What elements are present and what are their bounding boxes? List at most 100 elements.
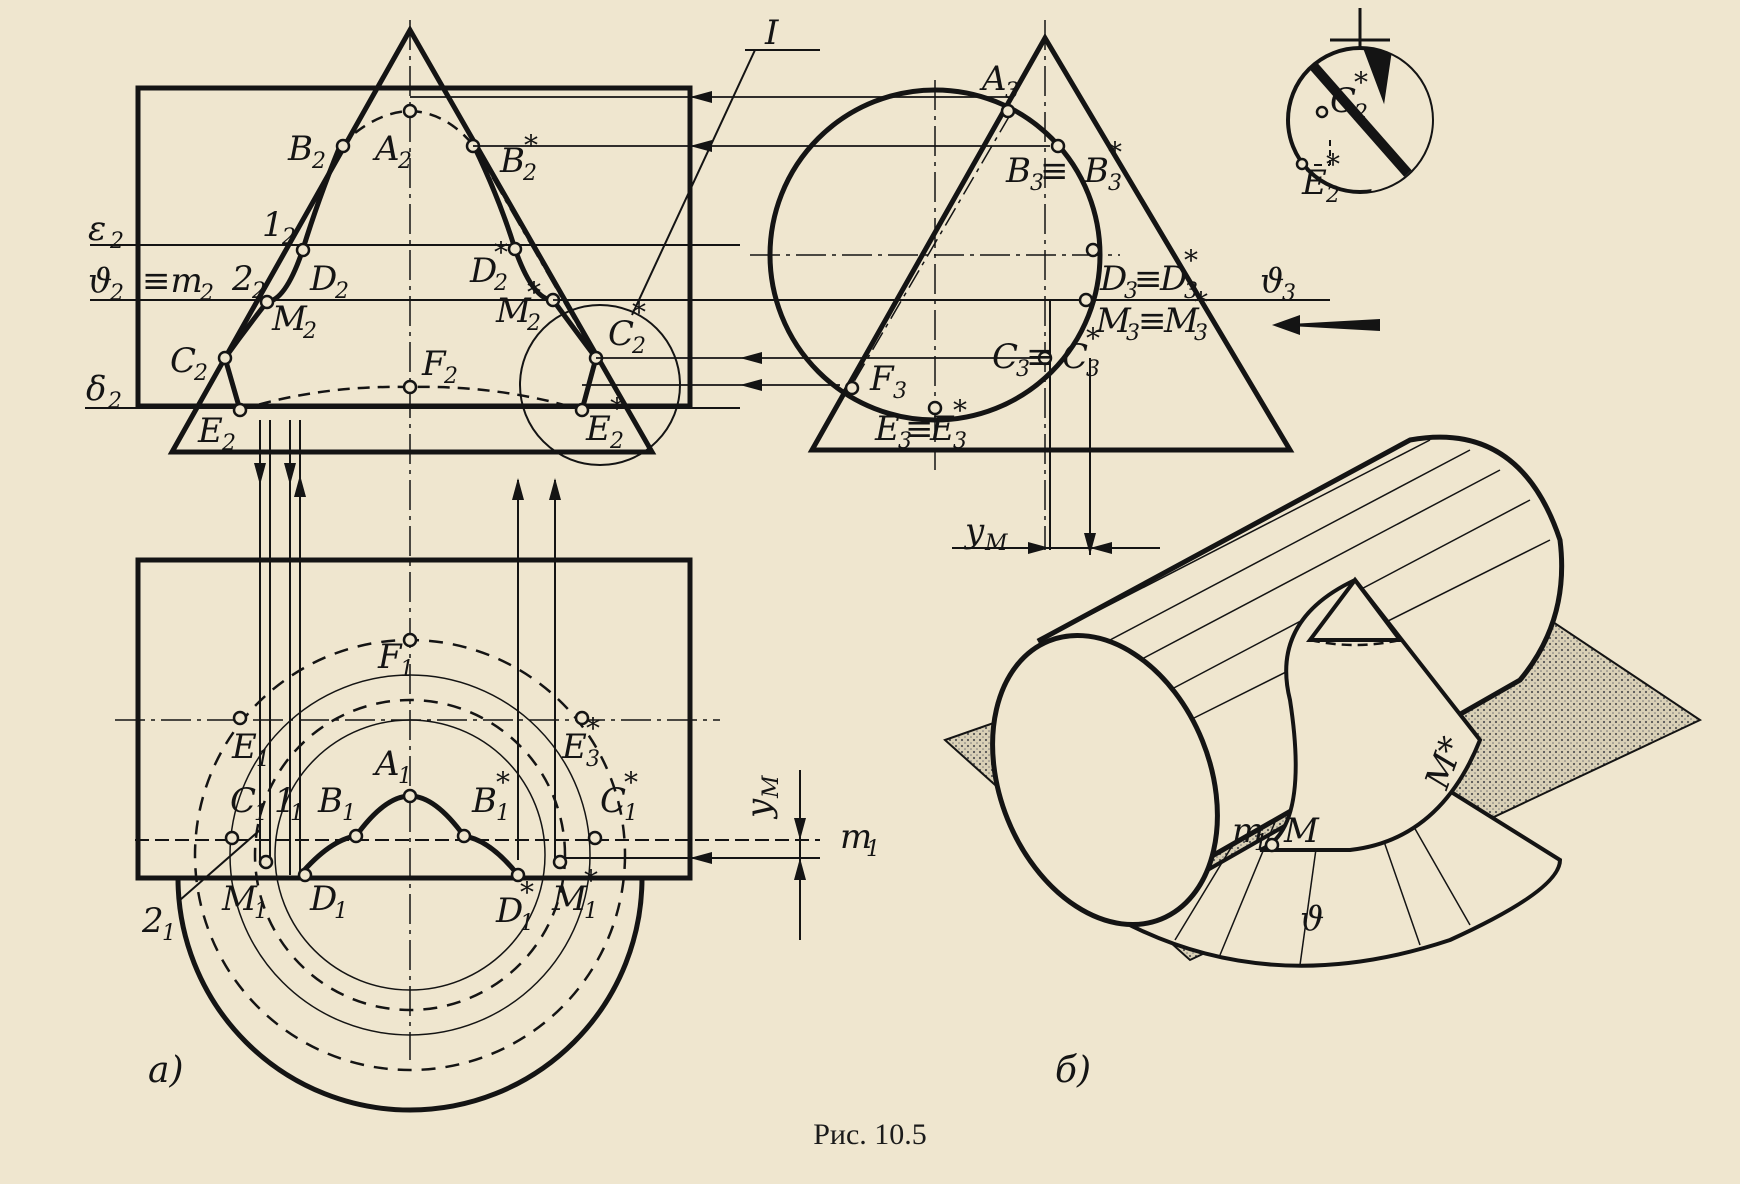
- top-circle-thin-2: [274, 719, 546, 991]
- svg-text:*: *: [524, 129, 538, 162]
- label-D2: D: [309, 259, 337, 299]
- svg-text:2: 2: [522, 161, 537, 186]
- cylinder-top-outline: [135, 557, 693, 881]
- label-detail-C2-star: C: [1330, 81, 1356, 121]
- label-E2-star: E: [585, 409, 611, 449]
- svg-text:*: *: [610, 392, 624, 425]
- svg-text:*: *: [520, 876, 534, 909]
- svg-text:2: 2: [302, 319, 317, 344]
- svg-text:*: *: [1086, 322, 1100, 355]
- svg-text:3: 3: [953, 429, 967, 454]
- svg-text:2: 2: [199, 281, 214, 306]
- svg-text:≡: ≡: [905, 409, 934, 449]
- label-2-2: 2: [231, 259, 254, 299]
- svg-text:2: 2: [193, 361, 208, 386]
- label-E2: E: [197, 411, 223, 451]
- svg-text:1: 1: [624, 801, 638, 826]
- svg-text:2: 2: [397, 149, 412, 174]
- svg-text:*: *: [632, 296, 646, 329]
- svg-text:≡: ≡: [1134, 259, 1163, 299]
- label-C2-star: C: [608, 314, 634, 354]
- svg-text:3: 3: [1194, 321, 1208, 346]
- label-axo-theta: ϑ: [1300, 899, 1324, 939]
- label-2-1: 2: [141, 901, 164, 941]
- svg-text:3: 3: [898, 429, 912, 454]
- svg-text:3: 3: [1124, 279, 1138, 304]
- label-D2-star: D: [469, 251, 497, 291]
- label-detail-E2-star: E: [1301, 163, 1327, 203]
- svg-text:3: 3: [1108, 171, 1122, 196]
- side-view-points: [844, 103, 1101, 416]
- label-yM-top: y: [739, 798, 779, 820]
- label-A3: A: [979, 59, 1007, 99]
- svg-text:*: *: [1326, 148, 1340, 181]
- svg-text:*: *: [494, 236, 508, 269]
- svg-text:3: 3: [586, 747, 600, 772]
- svg-text:1: 1: [254, 899, 268, 924]
- panel-label-a: а): [148, 1050, 184, 1091]
- svg-text:M: M: [1163, 301, 1200, 341]
- side-view: [750, 20, 1330, 555]
- svg-text:1: 1: [1254, 831, 1268, 856]
- label-D1: D: [309, 879, 337, 919]
- svg-text:1: 1: [342, 801, 356, 826]
- svg-text:2: 2: [251, 279, 266, 304]
- label-E3-star-top: E: [561, 727, 587, 767]
- svg-text:C: C: [1062, 337, 1088, 377]
- cone-upper-part: [1259, 577, 1483, 852]
- svg-text:3: 3: [1005, 79, 1019, 104]
- label-theta3: ϑ: [1260, 261, 1284, 301]
- svg-text:*: *: [586, 712, 600, 745]
- panel-label-b: б): [1055, 1050, 1091, 1091]
- svg-text:B: B: [1005, 151, 1031, 191]
- label-B3-pair: B 3 ≡ B 3 *: [1005, 136, 1122, 196]
- svg-text:E: E: [929, 409, 955, 449]
- label-B2-star: B: [499, 141, 525, 181]
- svg-text:D: D: [1099, 259, 1127, 299]
- svg-text:*: *: [1194, 286, 1208, 319]
- label-yM-side: y: [963, 511, 985, 551]
- label-axo-M: M: [1283, 811, 1320, 851]
- cone-front-outline: [167, 24, 657, 455]
- svg-text:2: 2: [1353, 101, 1368, 126]
- label-1-1: 1: [274, 781, 296, 821]
- label-A1: A: [372, 744, 400, 784]
- side-dashdot: [851, 114, 1011, 386]
- svg-text:2: 2: [281, 225, 296, 250]
- top-leader: [179, 829, 261, 901]
- front-intersection-curve-left: [222, 145, 343, 411]
- label-M2: M: [271, 299, 308, 339]
- svg-text:*: *: [1108, 136, 1122, 169]
- label-M2-star: M: [495, 291, 532, 331]
- svg-text:3: 3: [1016, 357, 1030, 382]
- top-view-points: [224, 632, 603, 883]
- label-C1: C: [230, 781, 256, 821]
- label-E3-pair: E 3 ≡ E 3 *: [874, 394, 967, 454]
- svg-text:E: E: [874, 409, 900, 449]
- svg-text:1: 1: [520, 911, 534, 936]
- svg-text:*: *: [953, 394, 967, 427]
- label-1-2: 1: [262, 205, 284, 245]
- svg-text:3: 3: [893, 379, 907, 404]
- cylinder-end-face: [990, 632, 1220, 928]
- label-F2: F: [421, 344, 447, 384]
- projection-arrowheads: [690, 91, 762, 391]
- svg-text:3: 3: [1184, 279, 1198, 304]
- vertical-arrowheads: [254, 463, 561, 500]
- svg-text:D: D: [1159, 259, 1187, 299]
- label-m1: m: [840, 817, 872, 857]
- svg-text:*: *: [496, 766, 510, 799]
- label-C3-pair: C 3 ≡ C 3 *: [992, 322, 1100, 382]
- svg-text:B: B: [1083, 151, 1109, 191]
- label-B1: B: [317, 781, 343, 821]
- svg-text:M: M: [1095, 301, 1132, 341]
- svg-text:*: *: [624, 766, 638, 799]
- cylinder-front-outline: [135, 85, 693, 409]
- svg-text:1: 1: [398, 764, 412, 789]
- svg-text:≡: ≡: [1026, 337, 1055, 377]
- label-M3-pair: M 3 ≡ M 3 *: [1095, 286, 1208, 346]
- label-M1-star: M: [551, 879, 588, 919]
- svg-text:2: 2: [443, 364, 458, 389]
- svg-text:3: 3: [1030, 171, 1044, 196]
